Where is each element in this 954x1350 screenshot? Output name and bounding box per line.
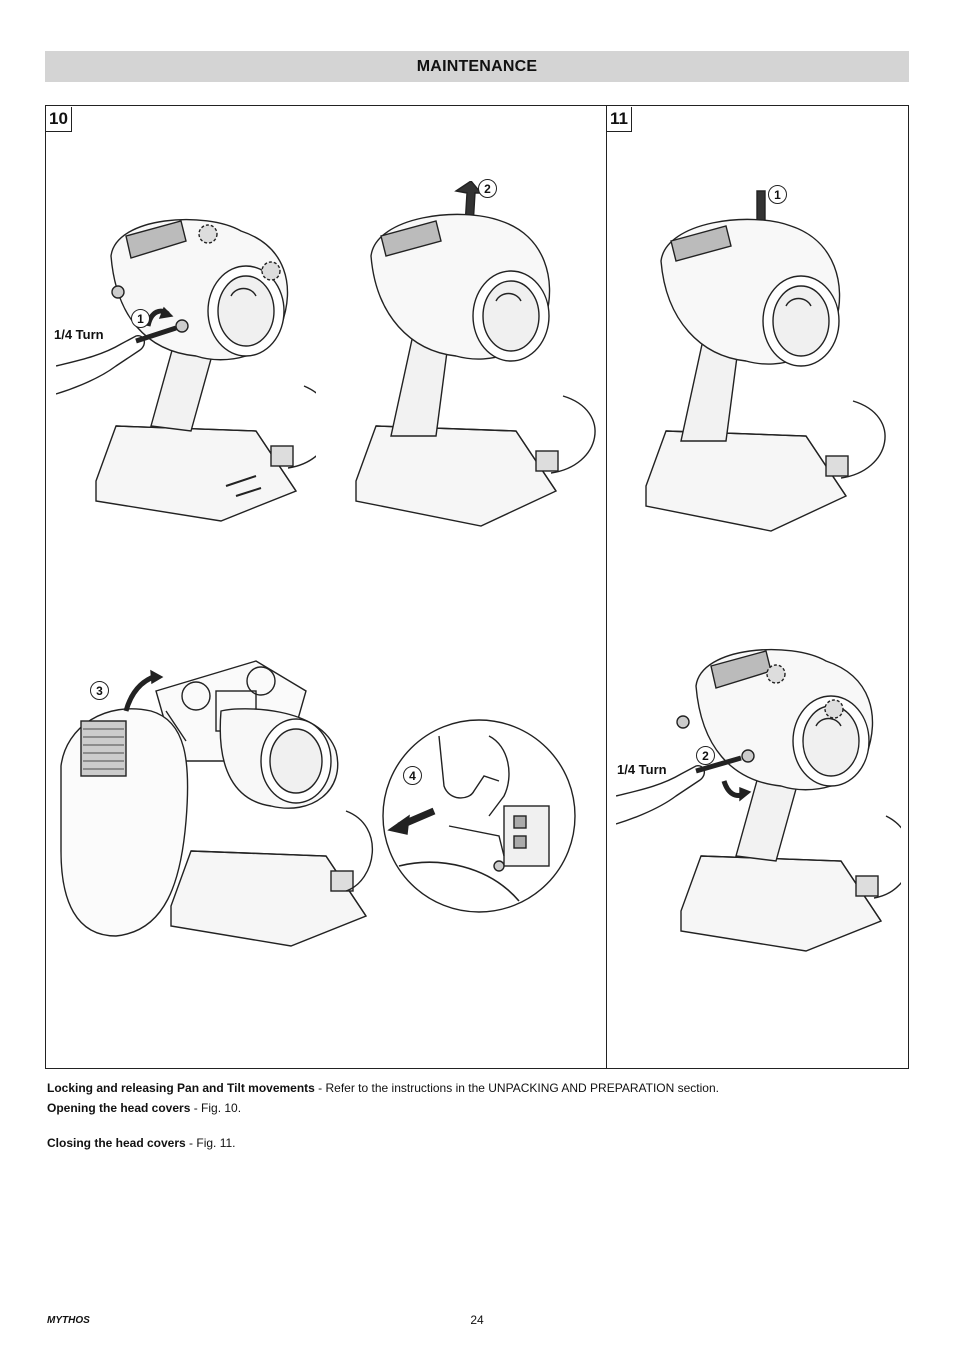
caption-closing: Closing the head covers - Fig. 11. [47, 1136, 236, 1150]
illustration-lock-cover [616, 646, 901, 956]
caption-opening: Opening the head covers - Fig. 10. [47, 1101, 241, 1115]
step-badge-4: 4 [403, 766, 422, 785]
figure-divider [606, 106, 607, 1068]
illustration-place-cover [641, 186, 901, 536]
turn-label-fig10: 1/4 Turn [54, 327, 104, 342]
caption-locking-text: - Refer to the instructions in the UNPAC… [314, 1081, 719, 1095]
figure-frame: 10 11 1/4 Turn 1 [45, 105, 909, 1069]
figure-number-11: 11 [607, 107, 632, 132]
step-badge-2: 2 [478, 179, 497, 198]
step-badge-1: 1 [131, 309, 150, 328]
caption-closing-title: Closing the head covers [47, 1136, 186, 1150]
footer-brand: MYTHOS [47, 1315, 90, 1326]
caption-opening-title: Opening the head covers [47, 1101, 191, 1115]
section-header: MAINTENANCE [45, 51, 909, 82]
caption-closing-text: - Fig. 11. [185, 1136, 236, 1150]
illustration-detail-connector [379, 716, 579, 916]
caption-locking-title: Locking and releasing Pan and Tilt movem… [47, 1081, 315, 1095]
section-title: MAINTENANCE [416, 57, 538, 75]
illustration-unlock-cover [56, 216, 316, 526]
illustration-lift-cover [351, 181, 611, 531]
figure-number-10: 10 [46, 107, 72, 132]
illustration-remove-cover [56, 651, 376, 951]
caption-opening-text: - Fig. 10. [190, 1101, 242, 1115]
turn-label-fig11: 1/4 Turn [617, 762, 667, 777]
page-number: 24 [470, 1313, 484, 1327]
caption-locking: Locking and releasing Pan and Tilt movem… [47, 1081, 719, 1095]
step-badge-fig11-2: 2 [696, 746, 715, 765]
step-badge-3: 3 [90, 681, 109, 700]
step-badge-fig11-1: 1 [768, 185, 787, 204]
